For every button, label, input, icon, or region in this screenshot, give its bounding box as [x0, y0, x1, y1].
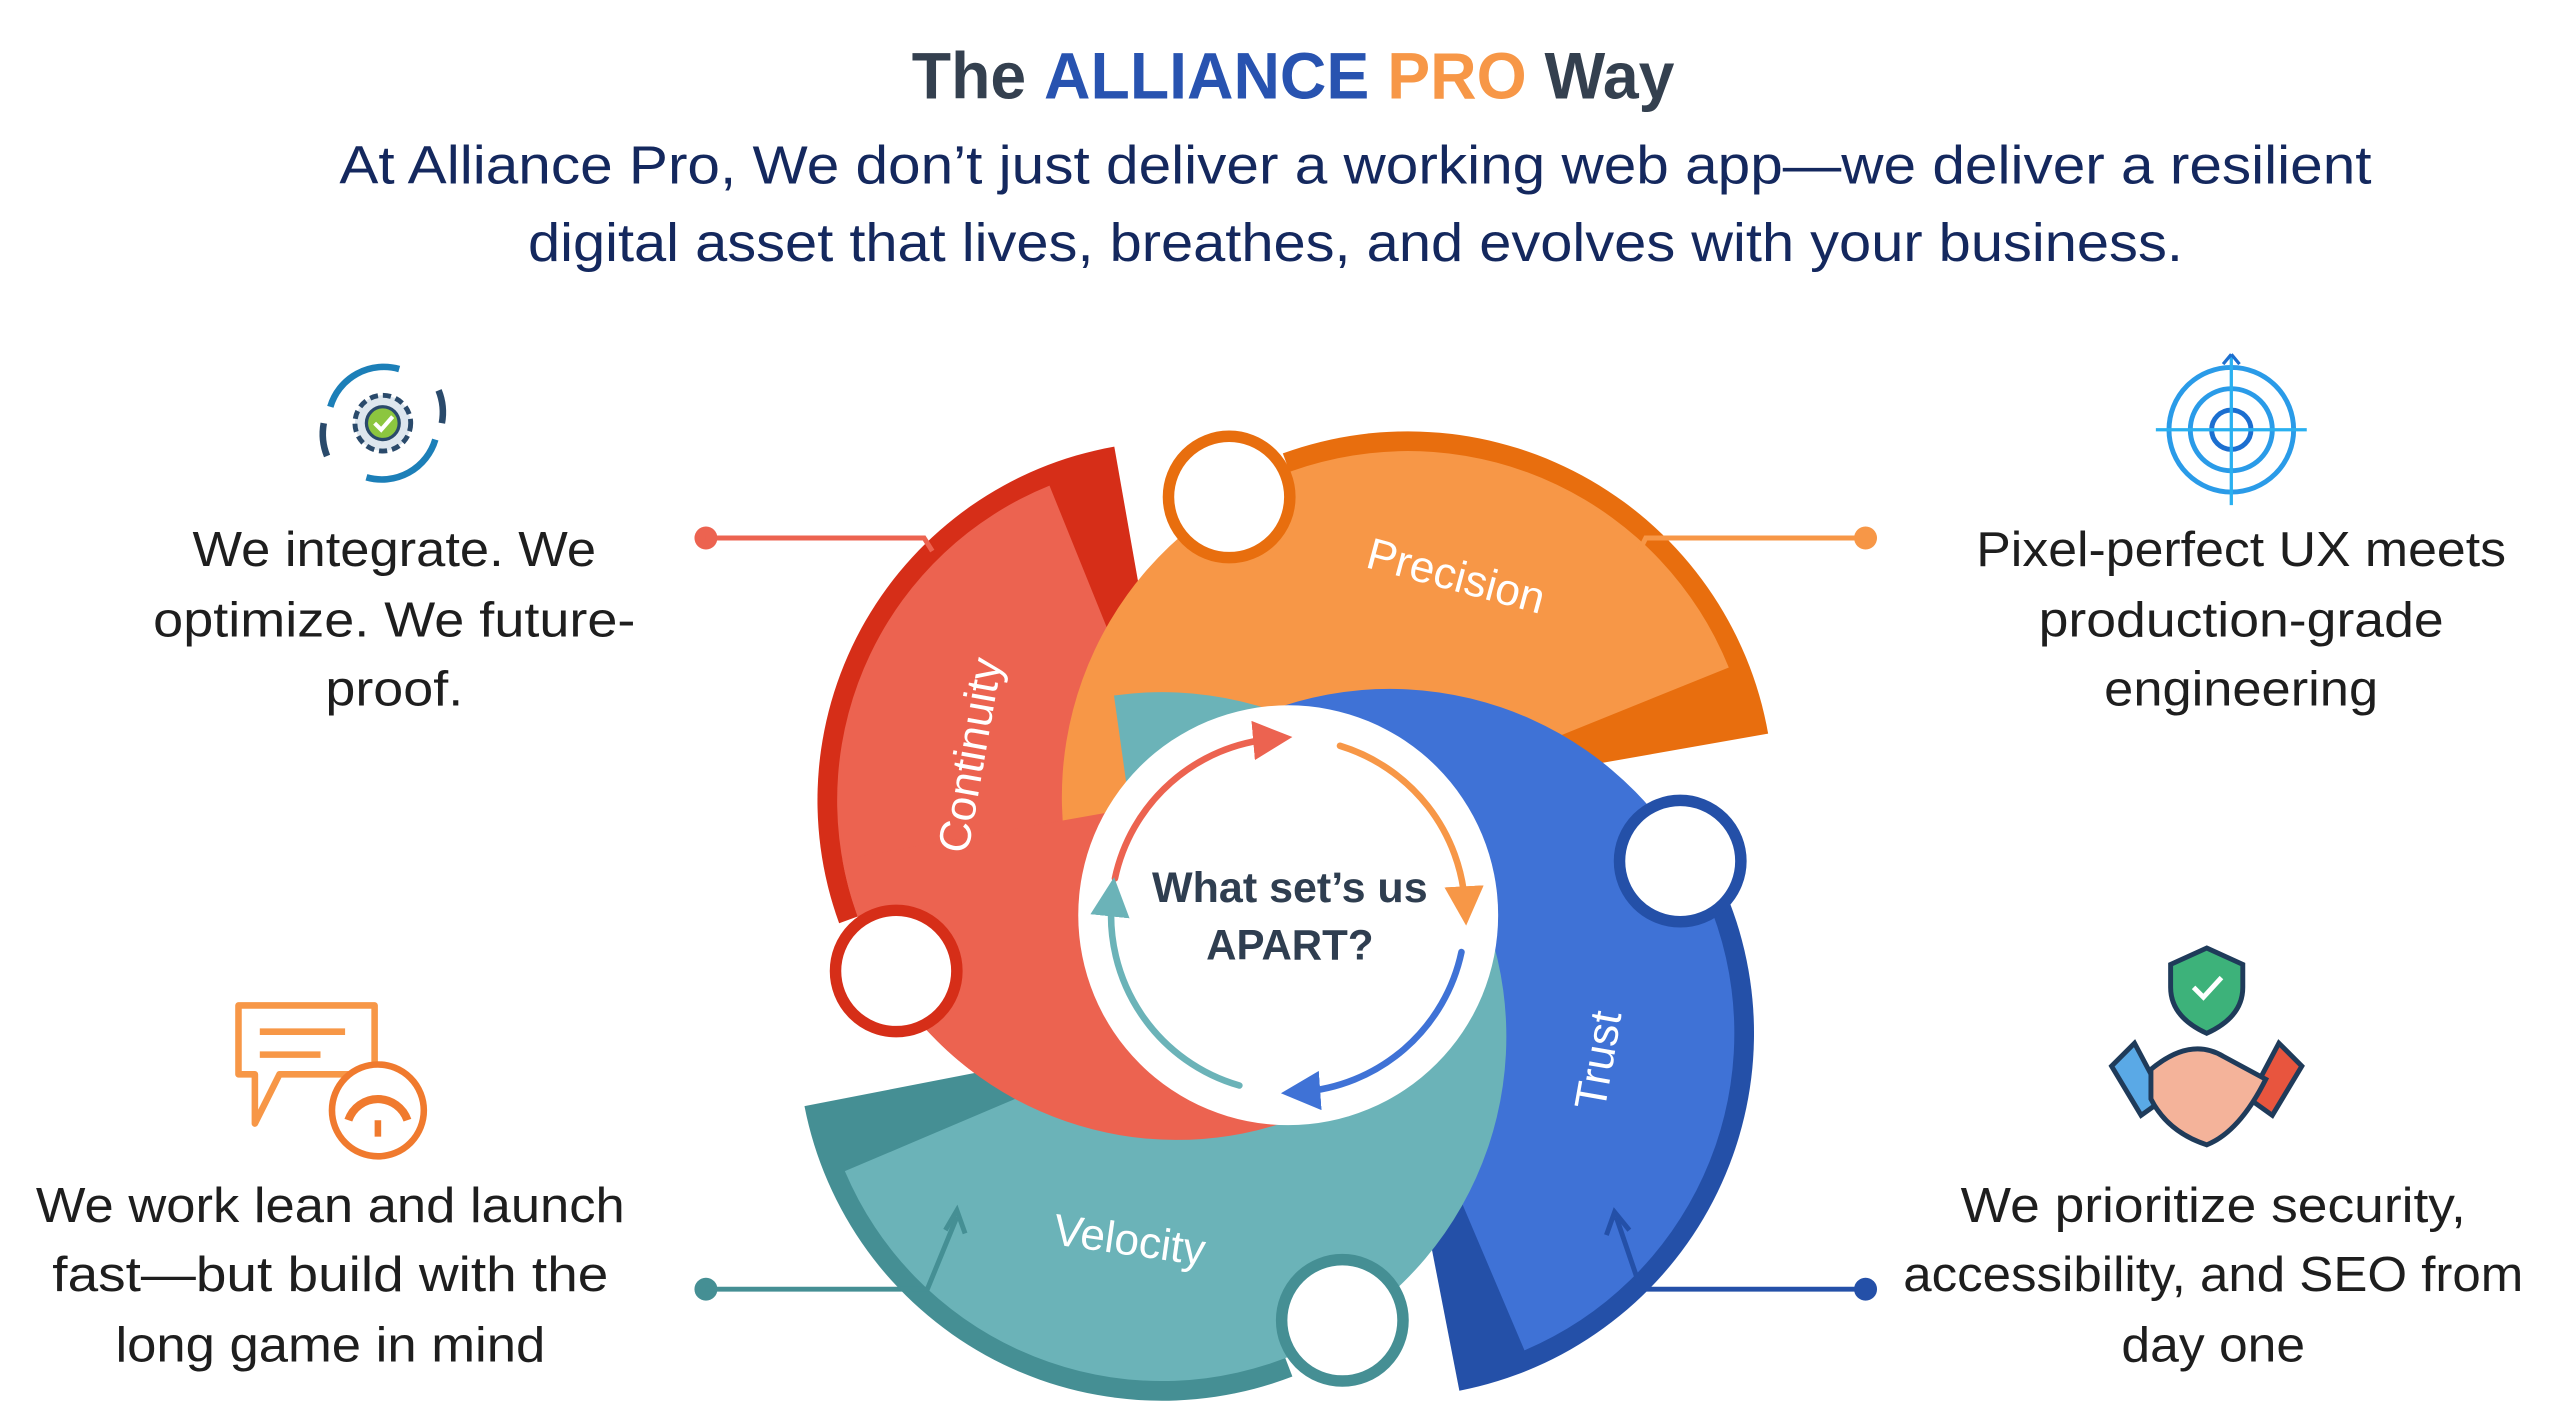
cycle-arrow-blue — [1280, 948, 1465, 1111]
cycle-arrow-teal — [1090, 877, 1243, 1089]
side-text-line: engineering — [2104, 661, 2378, 716]
title-alliance: ALLIANCE — [1044, 39, 1369, 112]
title-pro: PRO — [1369, 39, 1526, 112]
side-text-line: production-grade — [2039, 592, 2444, 647]
cycle-arrow-red — [1111, 720, 1293, 882]
target-icon — [2155, 353, 2307, 506]
subtitle-line-1: At Alliance Pro, We don’t just deliver a… — [339, 136, 2371, 196]
node-circle-velocity — [1275, 1253, 1409, 1387]
cycle-arrow-orange — [1336, 742, 1484, 926]
side-text-top-right: Pixel-perfect UX meets production-grade … — [1976, 522, 2506, 716]
side-text-line: long game in mind — [115, 1317, 545, 1372]
side-text-top-left: We integrate. We optimize. We future- pr… — [153, 522, 635, 716]
side-text-line: accessibility, and SEO from — [1903, 1247, 2523, 1302]
side-text-line: fast—but build with the — [52, 1247, 608, 1302]
gear-sync-icon — [319, 363, 447, 483]
side-text-line: optimize. We future- — [153, 592, 635, 647]
connector-top-right — [1637, 526, 1878, 553]
subtitle-line-2: digital asset that lives, breathes, and … — [528, 213, 2183, 273]
side-text-line: Pixel-perfect UX meets — [1976, 522, 2506, 577]
title-way: Way — [1527, 39, 1675, 112]
node-circle-continuity — [829, 904, 963, 1038]
title-the: The — [912, 39, 1044, 112]
side-text-line: We integrate. We — [193, 522, 596, 577]
node-circle-precision — [1162, 430, 1296, 564]
shield-handshake-icon — [2108, 945, 2305, 1148]
node-circle-trust — [1613, 794, 1747, 928]
side-text-line: day one — [2121, 1317, 2305, 1372]
center-text-line-1: What set’s us — [1152, 864, 1428, 912]
side-text-bottom-left: We work lean and launch fast—but build w… — [36, 1178, 625, 1372]
center-text-line-2: APART? — [1206, 922, 1373, 970]
page-title: The ALLIANCE PRO Way — [912, 39, 1675, 112]
connector-top-left — [694, 526, 935, 553]
center-circle — [1078, 705, 1499, 1126]
side-text-line: We work lean and launch — [36, 1178, 625, 1233]
connector-bottom-right — [1604, 1207, 1878, 1301]
side-text-bottom-right: We prioritize security, accessibility, a… — [1903, 1178, 2523, 1372]
side-text-line: proof. — [325, 661, 463, 716]
chat-gauge-icon — [235, 1002, 428, 1160]
cycle-arrows — [1090, 720, 1484, 1111]
side-text-line: We prioritize security, — [1961, 1178, 2466, 1233]
connector-bottom-left — [694, 1204, 968, 1301]
